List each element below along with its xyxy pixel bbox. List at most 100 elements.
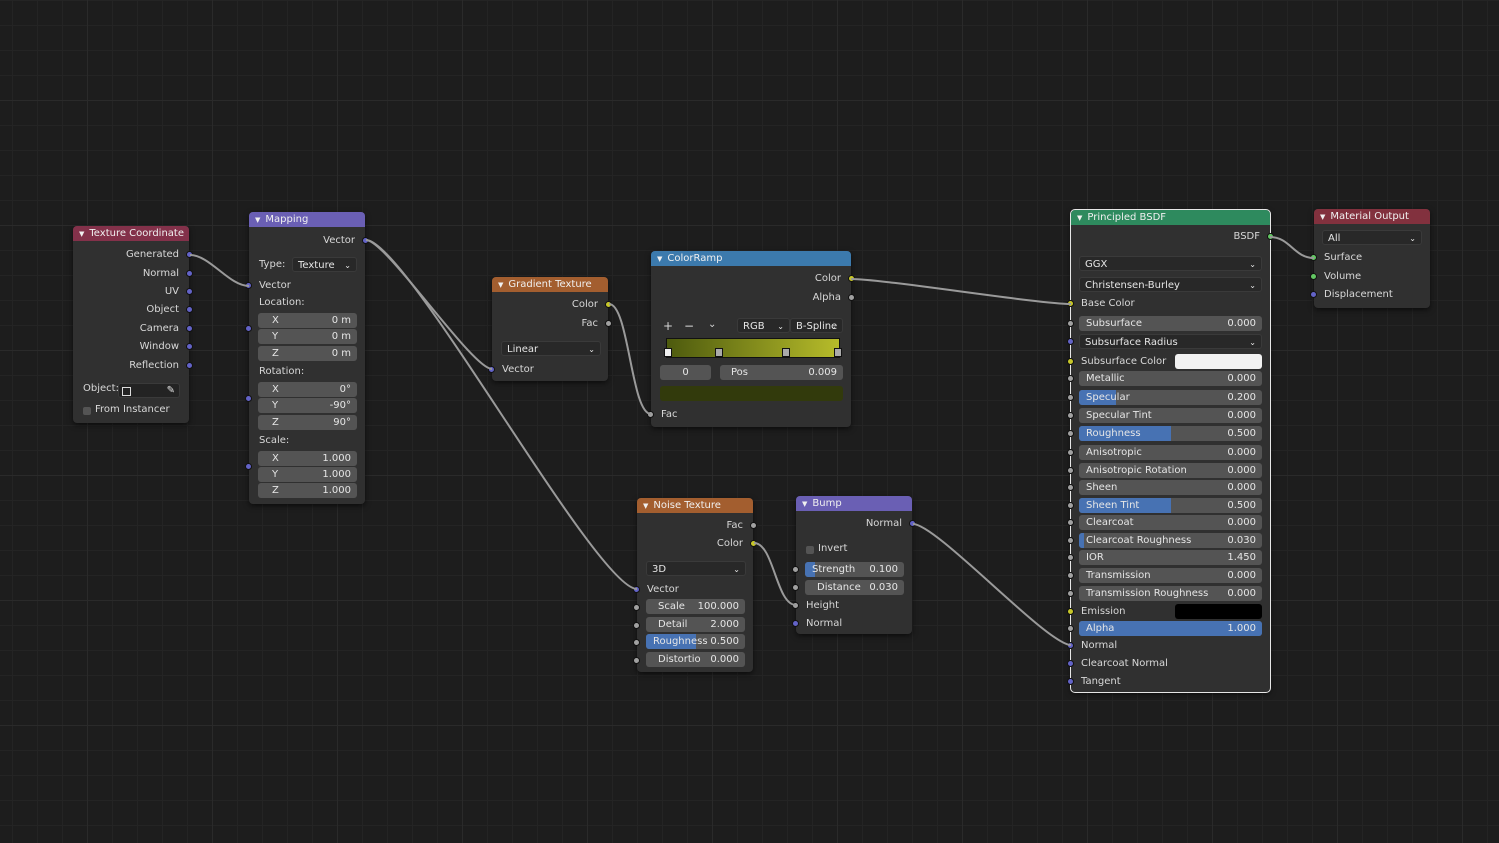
node-material-output[interactable]: ▼Material Output All⌄ Surface Volume Dis… xyxy=(1310,209,1430,308)
wire-noise-to-bump[interactable] xyxy=(753,542,797,606)
socket-scale[interactable] xyxy=(245,463,252,470)
wire-colorramp-to-basecolor[interactable] xyxy=(850,278,1072,305)
socket-object[interactable] xyxy=(186,306,193,313)
collapse-triangle-icon[interactable]: ▼ xyxy=(1077,214,1083,222)
node-mapping[interactable]: ▼Mapping Vector Type: Texture⌄ Vector Lo… xyxy=(245,212,369,504)
socket-tangent-in[interactable] xyxy=(1067,678,1074,685)
node-header-colorramp[interactable]: ▼ColorRamp xyxy=(651,251,851,266)
socket-subsurface-radius-in[interactable] xyxy=(1067,338,1074,345)
wire-generated-to-mapping[interactable] xyxy=(189,254,250,287)
ramp-stop-marker[interactable] xyxy=(715,348,723,357)
socket-transmission-in[interactable] xyxy=(1067,572,1074,579)
node-header-texture-coordinate[interactable]: ▼Texture Coordinate xyxy=(73,226,189,241)
socket-reflection[interactable] xyxy=(186,362,193,369)
socket-clearcoat-roughness-in[interactable] xyxy=(1067,537,1074,544)
from-instancer-checkbox[interactable] xyxy=(83,407,91,415)
emission-swatch[interactable] xyxy=(1175,604,1262,619)
color-ramp-gradient[interactable] xyxy=(666,338,840,358)
node-header-mapping[interactable]: ▼Mapping xyxy=(249,212,365,227)
socket-ior-in[interactable] xyxy=(1067,554,1074,561)
collapse-triangle-icon[interactable]: ▼ xyxy=(643,502,649,510)
socket-vector-in[interactable] xyxy=(633,586,640,593)
collapse-triangle-icon[interactable]: ▼ xyxy=(1320,213,1326,221)
rotation-y-field[interactable]: Y-90° xyxy=(258,398,357,413)
collapse-triangle-icon[interactable]: ▼ xyxy=(657,255,663,263)
socket-height-in[interactable] xyxy=(792,602,799,609)
ramp-stop-marker[interactable] xyxy=(782,348,790,357)
socket-alpha-out[interactable] xyxy=(848,294,855,301)
socket-fac-in[interactable] xyxy=(647,411,654,418)
stop-index-field[interactable]: 0 xyxy=(660,365,711,380)
socket-color-out[interactable] xyxy=(750,540,757,547)
node-header-principled-bsdf[interactable]: ▼Principled BSDF xyxy=(1071,210,1270,225)
wire-gradient-to-colorramp[interactable] xyxy=(608,303,652,415)
mapping-type-dropdown[interactable]: Texture⌄ xyxy=(292,257,357,272)
node-header-material-output[interactable]: ▼Material Output xyxy=(1314,209,1430,224)
noise-dimensions-dropdown[interactable]: 3D⌄ xyxy=(646,561,746,576)
socket-displacement-in[interactable] xyxy=(1310,291,1317,298)
socket-distance-in[interactable] xyxy=(792,584,799,591)
socket-normal-in[interactable] xyxy=(1067,642,1074,649)
stop-color-swatch[interactable] xyxy=(660,386,843,401)
node-colorramp[interactable]: ▼ColorRamp Color Alpha + − ⌄ RGB⌄ B-Spli… xyxy=(647,251,855,427)
socket-anisotropic-rotation-in[interactable] xyxy=(1067,467,1074,474)
socket-color-out[interactable] xyxy=(848,275,855,282)
socket-normal-in[interactable] xyxy=(792,620,799,627)
subsurface-color-swatch[interactable] xyxy=(1175,354,1262,369)
gradient-type-dropdown[interactable]: Linear⌄ xyxy=(501,341,601,356)
socket-camera[interactable] xyxy=(186,325,193,332)
output-target-dropdown[interactable]: All⌄ xyxy=(1322,230,1422,245)
wire-bump-to-normal[interactable] xyxy=(912,523,1072,646)
color-mode-dropdown[interactable]: RGB⌄ xyxy=(737,318,790,333)
collapse-triangle-icon[interactable]: ▼ xyxy=(79,230,85,238)
interpolation-dropdown[interactable]: B-Spline⌄ xyxy=(790,318,843,333)
socket-vector-in[interactable] xyxy=(245,282,252,289)
socket-color-out[interactable] xyxy=(605,301,612,308)
node-header-gradient-texture[interactable]: ▼Gradient Texture xyxy=(492,277,608,292)
distribution-dropdown[interactable]: GGX⌄ xyxy=(1079,256,1262,271)
socket-fac-out[interactable] xyxy=(605,320,612,327)
socket-sheen-in[interactable] xyxy=(1067,484,1074,491)
socket-anisotropic-in[interactable] xyxy=(1067,449,1074,456)
collapse-triangle-icon[interactable]: ▼ xyxy=(498,281,504,289)
socket-clearcoat-normal-in[interactable] xyxy=(1067,660,1074,667)
socket-normal-out[interactable] xyxy=(909,520,916,527)
socket-roughness-in[interactable] xyxy=(633,639,640,646)
socket-window[interactable] xyxy=(186,343,193,350)
socket-uv[interactable] xyxy=(186,288,193,295)
socket-specular-tint-in[interactable] xyxy=(1067,412,1074,419)
socket-surface-in[interactable] xyxy=(1310,254,1317,261)
add-stop-button[interactable]: + xyxy=(663,319,674,333)
node-principled-bsdf[interactable]: ▼Principled BSDF BSDF GGX⌄ Christensen-B… xyxy=(1067,209,1274,693)
socket-metallic-in[interactable] xyxy=(1067,375,1074,382)
socket-generated[interactable] xyxy=(186,251,193,258)
collapse-triangle-icon[interactable]: ▼ xyxy=(255,216,261,224)
node-gradient-texture[interactable]: ▼Gradient Texture Color Fac Linear⌄ Vect… xyxy=(488,277,612,381)
wire-bsdf-to-surface[interactable] xyxy=(1269,236,1315,259)
socket-vector-out[interactable] xyxy=(362,237,369,244)
